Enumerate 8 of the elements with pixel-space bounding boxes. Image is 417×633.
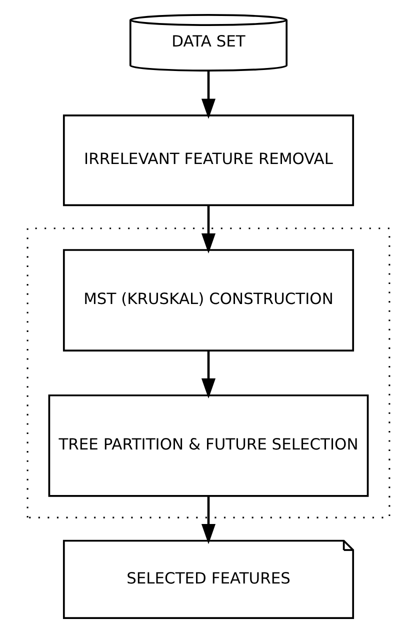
arrow <box>201 205 216 254</box>
node-box: TREE PARTITION & FUTURE SELECTION <box>48 394 369 497</box>
arrow <box>201 70 216 119</box>
cluster <box>26 228 390 518</box>
node-box: MST (KRUSKAL) CONSTRUCTION <box>62 249 354 352</box>
arrow <box>201 350 216 399</box>
node-box: IRRELEVANT FEATURE REMOVAL <box>62 114 354 206</box>
arrow <box>201 496 216 544</box>
